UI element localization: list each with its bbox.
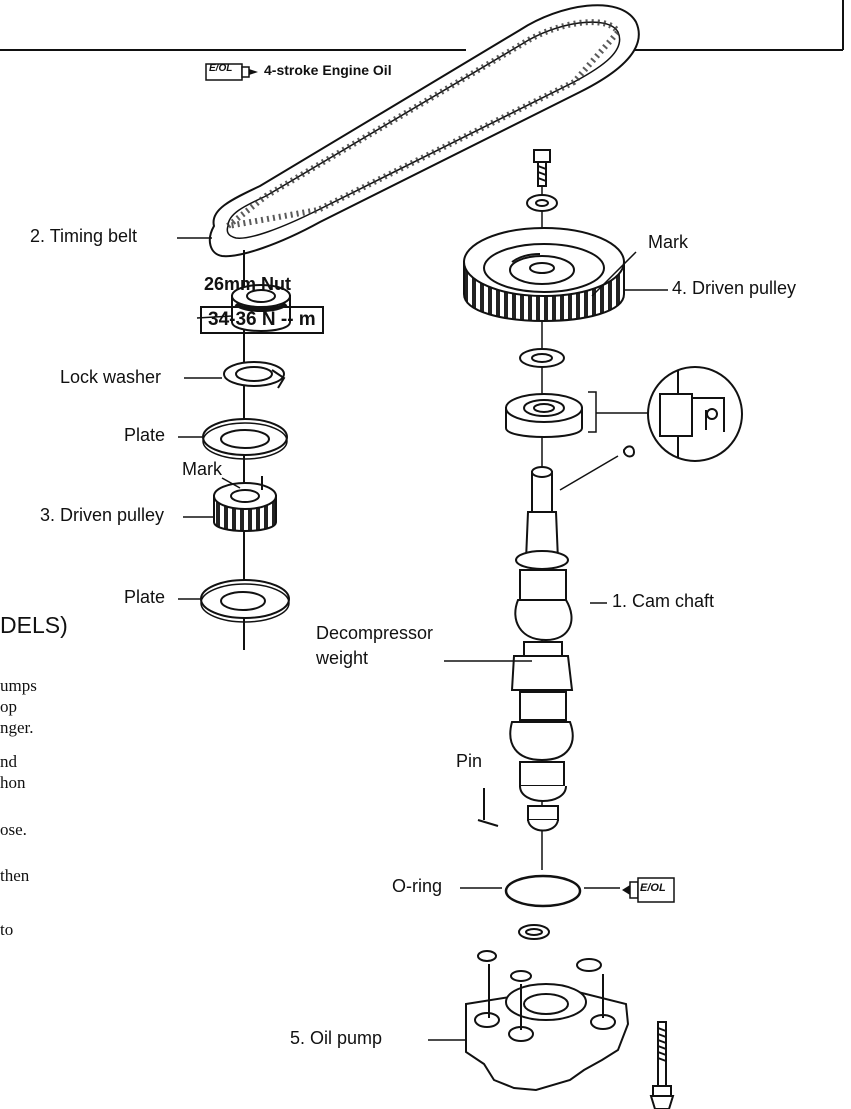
long-bolt bbox=[651, 1022, 673, 1109]
side-washers bbox=[478, 951, 601, 981]
clipped-line: nd bbox=[0, 752, 17, 771]
clipped-line: then bbox=[0, 866, 30, 885]
oil-tube-oring bbox=[622, 878, 674, 902]
bolt-top bbox=[534, 150, 550, 186]
o-ring bbox=[506, 876, 580, 906]
label-decompressor-weight: weight bbox=[316, 648, 369, 668]
right-leader-lines bbox=[428, 252, 668, 1040]
oil-legend: E/OL 4-stroke Engine Oil bbox=[206, 62, 392, 78]
clipped-line: to bbox=[0, 920, 14, 939]
small-o-ring bbox=[519, 925, 549, 939]
label-lock-washer: Lock washer bbox=[60, 367, 162, 387]
timing-belt bbox=[210, 5, 639, 256]
detail-circle bbox=[648, 367, 742, 461]
label-cam-shaft: 1. Cam chaft bbox=[612, 591, 715, 611]
legend-oil-tube bbox=[206, 64, 258, 80]
lock-washer bbox=[224, 362, 284, 388]
oil-tube-icon: E/OL bbox=[206, 62, 258, 78]
label-mark-small: Mark bbox=[182, 459, 222, 479]
clipped-line: op bbox=[0, 697, 17, 716]
label-nut-torque: 34-36 N -- m bbox=[200, 306, 324, 334]
label-mark-large: Mark bbox=[648, 232, 688, 252]
label-driven-pulley-3: 3. Driven pulley bbox=[40, 505, 165, 525]
label-oil-tube-text: E/OL bbox=[640, 882, 666, 894]
clipped-line: ose. bbox=[0, 820, 27, 839]
oil-pump-body bbox=[466, 964, 628, 1090]
cam-shaft bbox=[510, 467, 572, 831]
label-pin: Pin bbox=[456, 751, 483, 771]
label-nut-size: 26mm Nut bbox=[204, 274, 292, 294]
washer-mid bbox=[520, 349, 564, 367]
frame-box bbox=[0, 0, 843, 50]
bearing bbox=[506, 394, 582, 437]
label-timing-belt: 2. Timing belt bbox=[30, 226, 138, 246]
washer-top bbox=[527, 195, 557, 211]
legend-icon-text: E/OL bbox=[209, 63, 233, 74]
pin bbox=[478, 788, 498, 826]
label-plate-top: Plate bbox=[124, 425, 166, 445]
legend-label: 4-stroke Engine Oil bbox=[264, 62, 392, 78]
label-driven-pulley-4: 4. Driven pulley bbox=[672, 278, 797, 298]
clipped-heading: DELS) bbox=[0, 612, 68, 638]
detail-bracket bbox=[588, 392, 648, 432]
driven-pulley-4 bbox=[464, 228, 624, 321]
clipped-line: nger. bbox=[0, 718, 34, 737]
label-oil-pump: 5. Oil pump bbox=[290, 1028, 383, 1048]
plate-top bbox=[203, 419, 287, 459]
left-leader-lines bbox=[177, 238, 240, 599]
label-o-ring: O-ring bbox=[392, 876, 443, 896]
clipped-line: hon bbox=[0, 773, 26, 792]
woodruff-key bbox=[624, 446, 634, 456]
driven-pulley-3 bbox=[214, 476, 276, 531]
clipped-line: umps bbox=[0, 676, 37, 695]
plate-bottom bbox=[201, 580, 289, 622]
nut-26mm bbox=[232, 285, 290, 331]
label-plate-bottom: Plate bbox=[124, 587, 166, 607]
label-decompressor: Decompressor bbox=[316, 623, 434, 643]
